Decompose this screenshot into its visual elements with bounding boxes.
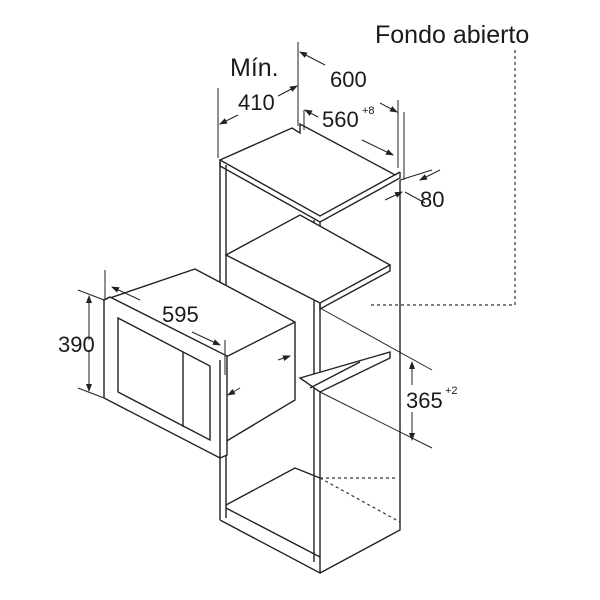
cabinet-width-label: 600 <box>330 67 367 92</box>
appliance-width-label: 595 <box>162 302 199 327</box>
back-gap-label: 80 <box>420 187 444 212</box>
niche-height-tolerance: +2 <box>445 385 458 397</box>
open-back-leader <box>368 50 516 306</box>
niche-height-label: 365 <box>406 388 443 413</box>
appliance-height-label: 390 <box>58 332 95 357</box>
niche-width-tolerance: +8 <box>362 105 375 117</box>
open-back-label: Fondo abierto <box>375 21 529 49</box>
microwave <box>102 268 296 459</box>
dimension-lines <box>77 42 441 449</box>
niche-width-label: 560 <box>322 107 359 132</box>
depth-min-label: 410 <box>238 90 275 115</box>
min-label: Mín. <box>230 54 279 82</box>
